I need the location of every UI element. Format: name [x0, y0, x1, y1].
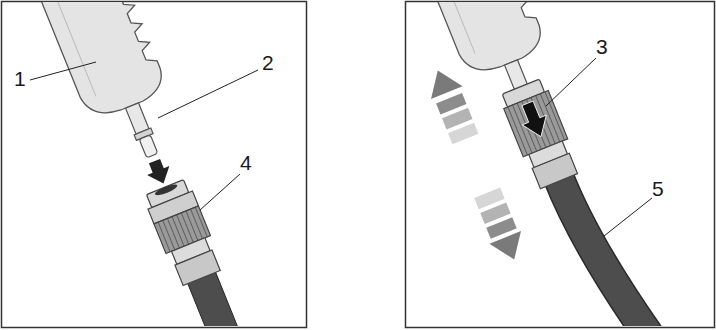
body-edge [419, 2, 475, 53]
insert-arrow [143, 157, 174, 188]
hose-outline [558, 176, 652, 326]
callout-number: 3 [596, 36, 608, 57]
callout-number: 2 [262, 52, 274, 73]
callout-number: 1 [14, 68, 26, 89]
callout-number: 4 [240, 152, 252, 173]
coupler-hex [532, 153, 577, 188]
leader-line [158, 70, 258, 118]
panel-frame [2, 2, 307, 328]
blow-gun-body [406, 2, 548, 79]
nozzle-tip [139, 135, 158, 158]
coupler-opening [154, 183, 179, 198]
motion-arrow [422, 64, 530, 266]
arrow-stripe [448, 123, 478, 145]
blow-gun-and-coupler [33, 2, 290, 326]
leader-line [30, 62, 96, 80]
arrow-head [489, 231, 530, 266]
callout-number: 5 [652, 178, 664, 199]
left-scene [33, 2, 290, 326]
body-edge [47, 2, 96, 96]
blow-gun-body [33, 2, 169, 122]
nozzle [126, 103, 149, 134]
leader-line [604, 198, 652, 236]
hose [558, 176, 652, 326]
leader-line [546, 58, 596, 106]
right-scene [406, 2, 652, 326]
panel-frame [406, 2, 715, 328]
coupler-hex [175, 250, 220, 285]
leader-line [200, 174, 240, 210]
arrow-head [422, 64, 463, 99]
blow-gun-and-coupler [406, 2, 596, 198]
